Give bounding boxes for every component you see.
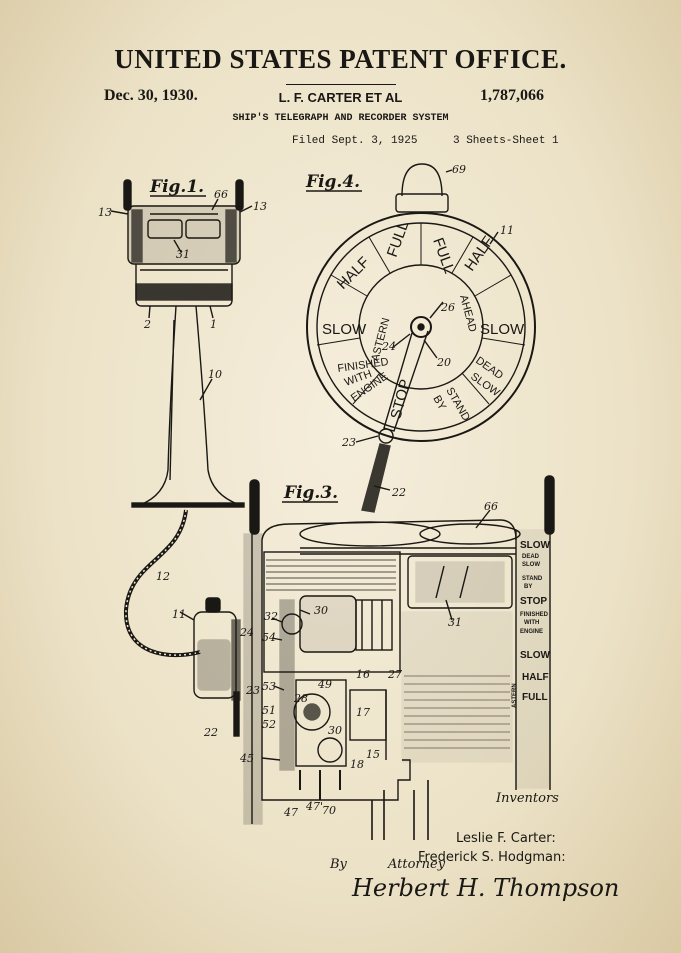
- inventor-name-2: Frederick S. Hodgman:: [418, 850, 566, 865]
- inventors-line: L. F. CARTER ET AL: [278, 90, 403, 105]
- ref-label: 11: [500, 224, 514, 237]
- ref-label: 28: [293, 692, 308, 705]
- patent-date: Dec. 30, 1930.: [104, 87, 198, 104]
- ref-label: 11: [172, 608, 186, 621]
- ref-label: 49: [317, 678, 332, 691]
- filed-date: Filed Sept. 3, 1925: [292, 135, 418, 147]
- ref-label: 13: [98, 206, 112, 219]
- fig3-drawing: Fig.3.: [239, 475, 555, 840]
- ref-label: 22: [391, 486, 406, 499]
- scale-slow: SLOW: [520, 540, 551, 551]
- scale-by: BY: [524, 584, 532, 590]
- title-rule: [286, 84, 396, 85]
- ref-label: 26: [440, 301, 455, 314]
- scale-astern: ASTERN: [512, 683, 518, 708]
- dial-ahead: AHEAD: [457, 294, 478, 334]
- scale-slow-astern: SLOW: [520, 650, 551, 661]
- ref-label: 30: [314, 604, 328, 617]
- fig4-label: Fig.4.: [305, 172, 360, 192]
- scale-dead: DEAD: [522, 554, 540, 560]
- ref-label: 45: [239, 752, 254, 765]
- ref-label: 10: [208, 368, 222, 381]
- ref-label: 27: [387, 668, 402, 681]
- ref-label: 24: [239, 626, 254, 639]
- ref-label: 1: [210, 318, 217, 331]
- dial-full-ahead: FULL: [429, 236, 458, 276]
- signature-block: Inventors Leslie F. Carter: Frederick S.…: [329, 791, 619, 902]
- scale-dead-slow: SLOW: [522, 562, 540, 568]
- fig3-label: Fig.3.: [283, 483, 338, 503]
- scale-stop: STOP: [520, 596, 547, 607]
- ref-label: 53: [262, 680, 276, 693]
- fig1-drawing: Fig.1.: [98, 177, 267, 508]
- sheet-count: 3 Sheets-Sheet 1: [453, 135, 559, 147]
- patent-number: 1,787,066: [480, 87, 544, 104]
- ref-label: 12: [156, 570, 170, 583]
- ref-label: 24: [381, 340, 396, 353]
- scale-finished: FINISHED: [520, 612, 549, 618]
- ref-label: 66: [214, 188, 228, 201]
- inventor-name-1: Leslie F. Carter:: [456, 831, 556, 846]
- ref-label: 16: [356, 668, 370, 681]
- ref-label: 51: [262, 704, 276, 717]
- scale-with: WITH: [524, 620, 539, 626]
- ref-label: 13: [253, 200, 267, 213]
- ref-label: 23: [341, 436, 356, 449]
- dial-full-astern: FULL: [384, 219, 413, 259]
- ref-label: 31: [176, 248, 190, 261]
- ref-label: 70: [322, 804, 336, 817]
- ref-label: 69: [452, 163, 466, 176]
- dial-by: BY: [430, 394, 448, 413]
- fig1-label: Fig.1.: [149, 177, 204, 197]
- ref-label: 22: [203, 726, 218, 739]
- dial-half-astern: HALF: [334, 254, 373, 293]
- ref-label: 17: [356, 706, 370, 719]
- ref-label: 30: [328, 724, 342, 737]
- ref-label: 52: [262, 718, 276, 731]
- ref-label: 66: [484, 500, 498, 513]
- ref-label: 18: [350, 758, 364, 771]
- attorney-label: Attorney: [387, 857, 446, 872]
- ref-label: 54: [262, 631, 276, 644]
- dial-slow-ahead: SLOW: [480, 321, 525, 338]
- ref-label: 32: [264, 610, 278, 623]
- ref-label: 20: [436, 356, 451, 369]
- fig4-drawing: Fig.4. 69 FULL FU: [305, 163, 536, 513]
- dial-slow-astern: SLOW: [322, 321, 367, 338]
- inventors-label: Inventors: [495, 791, 559, 806]
- ref-label: 2: [143, 318, 151, 331]
- scale-stand: STAND: [522, 576, 543, 582]
- attorney-signature: Herbert H. Thompson: [351, 874, 619, 902]
- ref-label: 15: [366, 748, 380, 761]
- page-title: UNITED STATES PATENT OFFICE.: [114, 44, 567, 74]
- scale-full: FULL: [522, 692, 548, 703]
- ref-label: 47: [283, 806, 298, 819]
- recorder-unit: 11 24 23 22: [172, 597, 260, 739]
- ref-label: 47': [305, 800, 323, 813]
- dial-half-ahead: HALF: [461, 233, 497, 274]
- ref-label: 31: [448, 616, 462, 629]
- scale-engine: ENGINE: [520, 629, 543, 635]
- by-label: By: [329, 857, 348, 872]
- scale-half: HALF: [522, 672, 549, 683]
- patent-subtitle: SHIP'S TELEGRAPH AND RECORDER SYSTEM: [232, 113, 449, 124]
